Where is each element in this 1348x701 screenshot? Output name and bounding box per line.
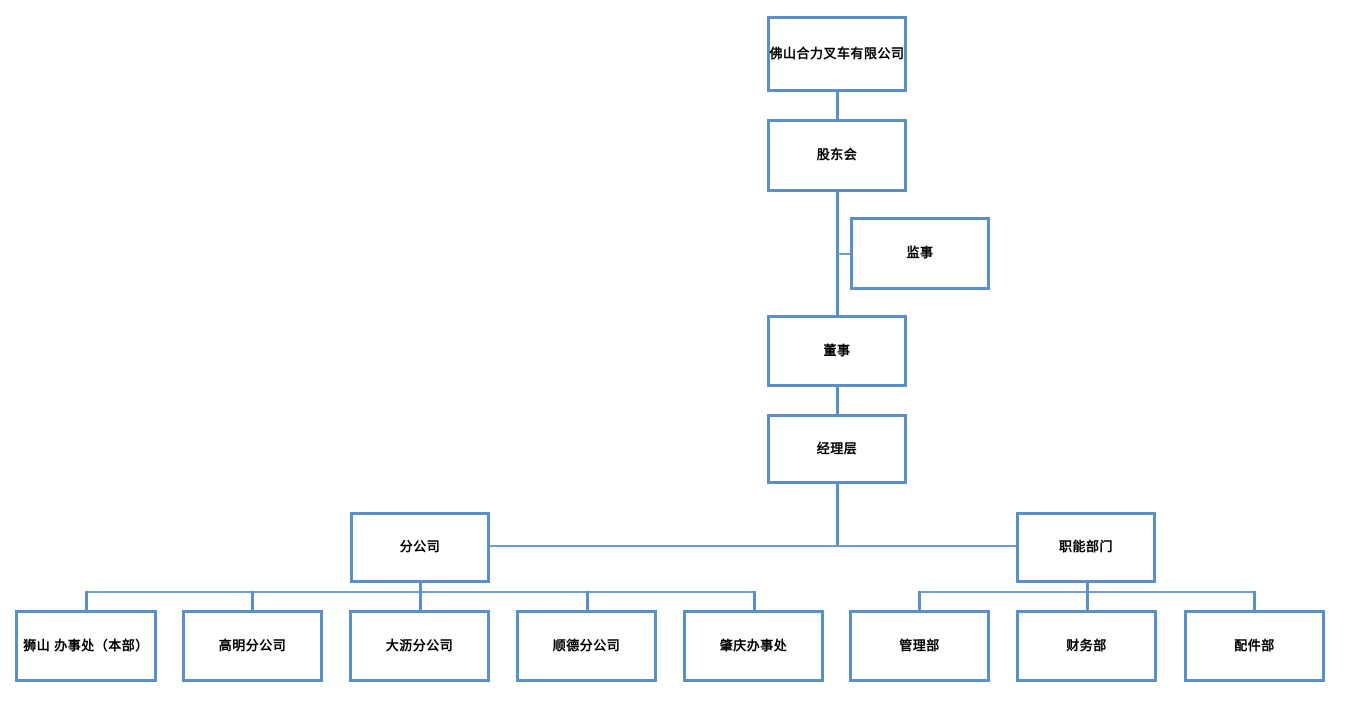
node-supervisor-label: 监事 xyxy=(906,245,934,261)
node-shunde[interactable]: 顺德分公司 xyxy=(516,610,657,682)
node-guanli[interactable]: 管理部 xyxy=(849,610,990,682)
node-shareholders-label: 股东会 xyxy=(816,147,858,163)
node-company-label: 佛山合力叉车有限公司 xyxy=(769,45,905,61)
node-supervisor[interactable]: 监事 xyxy=(850,217,990,290)
connector-shareholders-trunk xyxy=(836,191,839,318)
node-management[interactable]: 经理层 xyxy=(767,414,907,484)
node-dali-label: 大沥分公司 xyxy=(385,637,454,653)
node-functional-label: 职能部门 xyxy=(1058,539,1113,555)
connector-director-to-management xyxy=(836,386,839,414)
connector-branch-drop-gaoming xyxy=(251,591,254,611)
connector-branch-drop-zhaoqing xyxy=(753,591,756,611)
node-director[interactable]: 董事 xyxy=(767,315,907,387)
node-caiwu[interactable]: 财务部 xyxy=(1016,610,1157,682)
node-shareholders[interactable]: 股东会 xyxy=(767,119,907,192)
connector-branch-drop-dali xyxy=(419,591,422,611)
connector-functional-drop-guanli xyxy=(918,591,921,611)
node-gaoming-label: 高明分公司 xyxy=(218,637,287,653)
node-company[interactable]: 佛山合力叉车有限公司 xyxy=(767,16,907,92)
node-gaoming[interactable]: 高明分公司 xyxy=(182,610,323,682)
node-management-label: 经理层 xyxy=(816,440,858,456)
node-functional[interactable]: 职能部门 xyxy=(1016,512,1156,583)
connector-management-drop xyxy=(836,483,839,545)
connector-functional-drop-peijian xyxy=(1253,591,1256,611)
connector-branches-drop xyxy=(419,582,422,593)
connector-branch-drop-shishan xyxy=(85,591,88,611)
connector-branch-drop-shunde xyxy=(586,591,589,611)
node-branches-label: 分公司 xyxy=(399,539,441,555)
connector-level5-bus xyxy=(490,545,1019,547)
node-peijian[interactable]: 配件部 xyxy=(1184,610,1325,682)
connector-shareholders-to-supervisor xyxy=(838,253,852,255)
node-zhaoqing[interactable]: 肇庆办事处 xyxy=(683,610,824,682)
node-zhaoqing-label: 肇庆办事处 xyxy=(719,637,788,653)
node-director-label: 董事 xyxy=(823,342,851,358)
node-shunde-label: 顺德分公司 xyxy=(552,637,621,653)
connector-functional-drop xyxy=(1086,582,1089,593)
node-peijian-label: 配件部 xyxy=(1234,637,1275,653)
node-shishan[interactable]: 狮山 办事处（本部） xyxy=(15,610,157,682)
node-dali[interactable]: 大沥分公司 xyxy=(349,610,490,682)
node-caiwu-label: 财务部 xyxy=(1066,637,1107,653)
node-shishan-label: 狮山 办事处（本部） xyxy=(23,637,149,653)
node-branches[interactable]: 分公司 xyxy=(350,512,490,583)
connector-functional-drop-caiwu xyxy=(1086,591,1089,611)
connector-company-to-shareholders xyxy=(836,91,839,119)
node-guanli-label: 管理部 xyxy=(899,637,940,653)
